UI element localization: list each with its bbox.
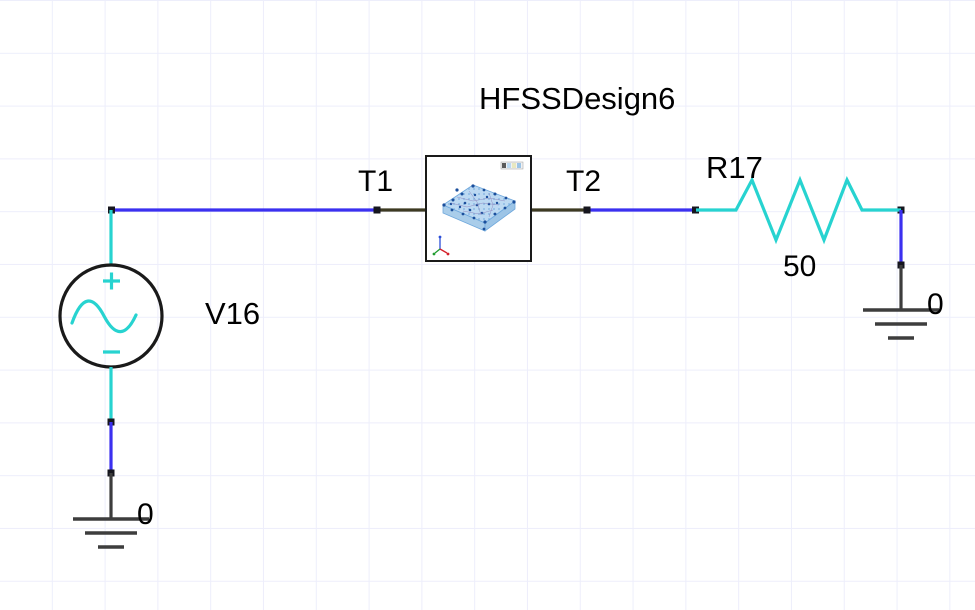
resistor-refdes-label[interactable]: R17 [706, 150, 763, 185]
source-plus-icon [103, 272, 120, 290]
resistor-symbol[interactable] [696, 175, 901, 245]
source-sine-wave [70, 299, 138, 334]
port-label-t2: T2 [566, 165, 602, 198]
junction-dot-t1 [373, 206, 381, 214]
hfss-model-block[interactable] [425, 155, 532, 262]
junction-dot-t2 [583, 206, 591, 214]
ground-symbol-right[interactable] [863, 308, 939, 340]
voltage-source-symbol[interactable] [58, 263, 164, 369]
source-refdes-label[interactable]: V16 [205, 296, 261, 331]
ground-symbol-left[interactable] [73, 517, 149, 549]
resistor-zigzag [696, 175, 901, 245]
ground-left-label: 0 [137, 498, 154, 531]
resistor-value-label[interactable]: 50 [783, 250, 817, 283]
model-axis-triad-icon [432, 235, 450, 256]
ground-right-label: 0 [927, 288, 944, 321]
design-title: HFSSDesign6 [479, 81, 676, 116]
junction-dot-resistor-left [692, 206, 699, 214]
model-legend-icon [500, 161, 524, 170]
model-mesh-lines [450, 190, 506, 218]
port-label-t1: T1 [358, 165, 394, 198]
hfss-model-thumbnail [432, 161, 524, 256]
